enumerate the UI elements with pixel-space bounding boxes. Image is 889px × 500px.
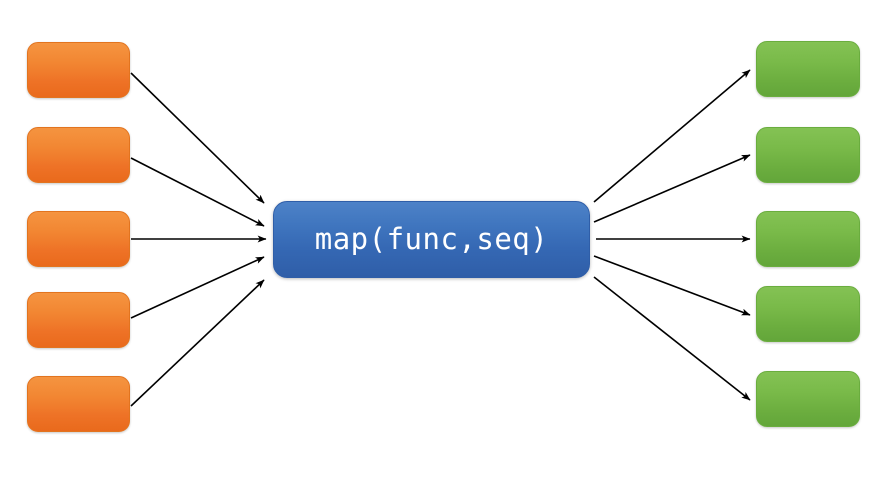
edge-input-4-to-map xyxy=(130,256,265,319)
edge-map-to-output-2 xyxy=(593,154,751,223)
input-item-5[interactable] xyxy=(27,376,130,432)
output-item-3[interactable] xyxy=(756,211,860,267)
input-item-2[interactable] xyxy=(27,127,130,183)
output-edges xyxy=(593,69,751,401)
edge-input-5-to-map xyxy=(130,279,265,407)
output-item-1[interactable] xyxy=(756,41,860,97)
map-function-label: map(func,seq) xyxy=(314,222,549,256)
input-item-1[interactable] xyxy=(27,42,130,98)
input-item-3[interactable] xyxy=(27,211,130,267)
input-edges xyxy=(130,72,267,407)
output-item-4[interactable] xyxy=(756,286,860,342)
edge-map-to-output-4 xyxy=(593,255,751,316)
map-function-box[interactable]: map(func,seq) xyxy=(273,201,590,278)
input-item-4[interactable] xyxy=(27,292,130,348)
edge-map-to-output-5 xyxy=(593,276,751,401)
edge-input-1-to-map xyxy=(130,72,265,204)
edge-input-2-to-map xyxy=(130,157,265,227)
output-item-2[interactable] xyxy=(756,127,860,183)
output-item-5[interactable] xyxy=(756,371,860,427)
edge-map-to-output-1 xyxy=(593,69,751,203)
